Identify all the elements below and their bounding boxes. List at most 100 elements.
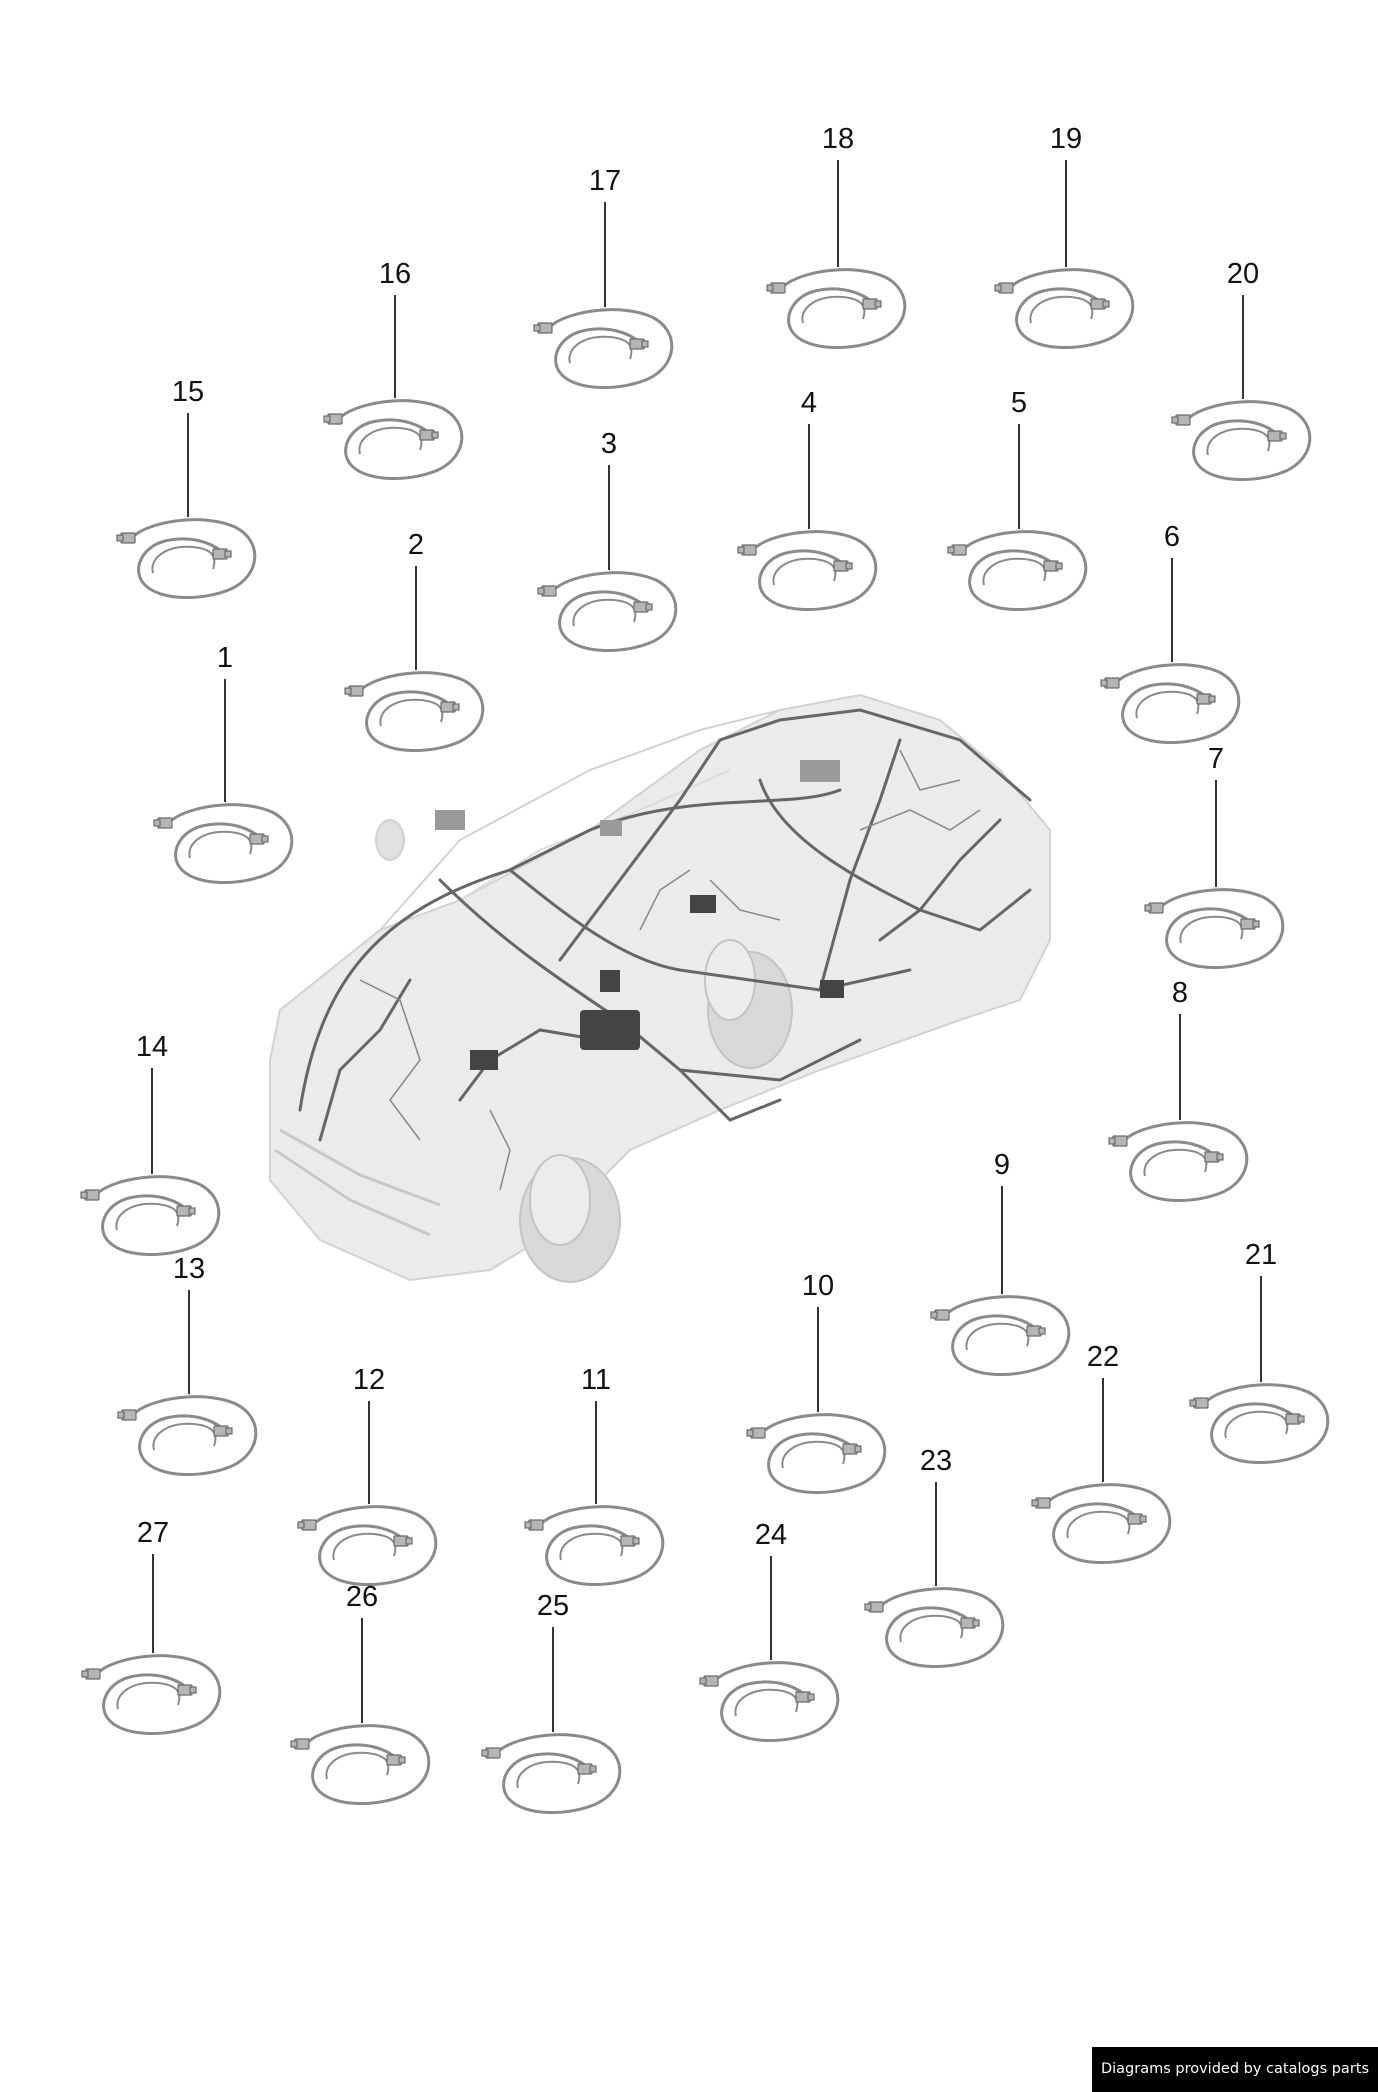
wiring-harness-cable-icon	[297, 1505, 438, 1586]
callout-number[interactable]: 2	[407, 529, 425, 561]
callout-21[interactable]: 21	[1186, 1239, 1336, 1464]
car-wiring-illustration	[269, 693, 1051, 1283]
callout-20[interactable]: 20	[1168, 258, 1318, 481]
wiring-harness-cable-icon	[117, 1395, 258, 1476]
wiring-harness-cable-icon	[930, 1295, 1071, 1376]
callout-12[interactable]: 12	[294, 1364, 444, 1586]
leader-line	[837, 160, 839, 267]
wiring-harness-cable-icon	[864, 1587, 1005, 1668]
leader-line	[187, 413, 189, 517]
callout-14[interactable]: 14	[77, 1031, 227, 1256]
callout-16[interactable]: 16	[320, 258, 470, 480]
wiring-harness-cable-icon	[994, 268, 1135, 349]
wiring-harness-cable-icon	[344, 671, 485, 752]
callout-number[interactable]: 18	[821, 123, 855, 155]
wiring-harness-cable-icon	[1189, 1383, 1330, 1464]
callout-10[interactable]: 10	[743, 1270, 893, 1494]
leader-line	[608, 465, 610, 570]
callout-number[interactable]: 15	[171, 376, 205, 408]
callout-23[interactable]: 23	[861, 1445, 1011, 1668]
leader-line	[394, 295, 396, 398]
callout-number[interactable]: 8	[1171, 977, 1189, 1009]
leader-line	[361, 1618, 363, 1723]
wiring-harness-cable-icon	[533, 308, 674, 389]
callout-19[interactable]: 19	[991, 123, 1141, 349]
leader-line	[1065, 160, 1067, 267]
callout-number[interactable]: 7	[1207, 743, 1225, 775]
leader-line	[1260, 1276, 1262, 1382]
callout-6[interactable]: 6	[1097, 521, 1247, 744]
leader-line	[151, 1068, 153, 1174]
leader-line	[1179, 1014, 1181, 1120]
callout-number[interactable]: 11	[580, 1364, 612, 1396]
wiring-harness-cable-icon	[947, 530, 1088, 611]
callout-27[interactable]: 27	[78, 1517, 228, 1735]
callout-4[interactable]: 4	[734, 387, 884, 611]
leader-line	[595, 1401, 597, 1504]
wiring-harness-cable-icon	[766, 268, 907, 349]
callout-number[interactable]: 12	[352, 1364, 386, 1396]
leader-line	[415, 566, 417, 670]
callout-25[interactable]: 25	[478, 1590, 628, 1814]
callout-number[interactable]: 16	[378, 258, 412, 290]
callout-number[interactable]: 22	[1086, 1341, 1120, 1373]
callout-number[interactable]: 5	[1010, 387, 1028, 419]
callout-number[interactable]: 14	[135, 1031, 169, 1063]
callout-3[interactable]: 3	[534, 428, 684, 652]
leader-line	[1018, 424, 1020, 529]
wiring-harness-cable-icon	[737, 530, 878, 611]
callout-5[interactable]: 5	[944, 387, 1094, 611]
callout-7[interactable]: 7	[1141, 743, 1291, 969]
footer-credit: Diagrams provided by catalogs parts	[1092, 2047, 1378, 2092]
callout-18[interactable]: 18	[763, 123, 913, 349]
callout-number[interactable]: 4	[800, 387, 818, 419]
callout-number[interactable]: 23	[919, 1445, 953, 1477]
callout-15[interactable]: 15	[113, 376, 263, 599]
callout-24[interactable]: 24	[696, 1519, 846, 1742]
callout-number[interactable]: 10	[801, 1270, 835, 1302]
callout-number[interactable]: 3	[600, 428, 618, 460]
wiring-harness-cable-icon	[116, 518, 257, 599]
callout-number[interactable]: 19	[1049, 123, 1083, 155]
callout-number[interactable]: 24	[754, 1519, 788, 1551]
callout-22[interactable]: 22	[1028, 1341, 1178, 1564]
wiring-harness-cable-icon	[80, 1175, 221, 1256]
callout-1[interactable]: 1	[150, 642, 300, 884]
leader-line	[1171, 558, 1173, 662]
wiring-harness-cable-icon	[699, 1661, 840, 1742]
callout-9[interactable]: 9	[927, 1149, 1077, 1376]
leader-line	[1001, 1186, 1003, 1294]
callout-number[interactable]: 21	[1244, 1239, 1278, 1271]
callout-number[interactable]: 9	[993, 1149, 1011, 1181]
callout-number[interactable]: 25	[536, 1590, 570, 1622]
leader-line	[770, 1556, 772, 1660]
callout-13[interactable]: 13	[114, 1253, 264, 1476]
callout-number[interactable]: 6	[1163, 521, 1181, 553]
callout-number[interactable]: 27	[136, 1517, 170, 1549]
callout-number[interactable]: 17	[588, 165, 622, 197]
wiring-harness-cable-icon	[746, 1413, 887, 1494]
leader-line	[817, 1307, 819, 1412]
leader-line	[368, 1401, 370, 1504]
callout-26[interactable]: 26	[287, 1581, 437, 1805]
leader-line	[152, 1554, 154, 1653]
callout-number[interactable]: 1	[216, 642, 234, 674]
callout-8[interactable]: 8	[1105, 977, 1255, 1202]
callout-number[interactable]: 20	[1226, 258, 1260, 290]
callout-17[interactable]: 17	[530, 165, 680, 389]
leader-line	[604, 202, 606, 307]
callout-2[interactable]: 2	[341, 529, 491, 752]
leader-line	[224, 679, 226, 802]
wiring-harness-cable-icon	[1171, 400, 1312, 481]
callout-number[interactable]: 26	[345, 1581, 379, 1613]
wiring-harness-cable-icon	[290, 1724, 431, 1805]
leader-line	[1102, 1378, 1104, 1482]
callout-11[interactable]: 11	[521, 1364, 671, 1586]
callout-number[interactable]: 13	[172, 1253, 206, 1285]
leader-line	[1242, 295, 1244, 399]
wiring-harness-cable-icon	[1100, 663, 1241, 744]
wiring-harness-cable-icon	[481, 1733, 622, 1814]
leader-line	[808, 424, 810, 529]
wiring-harness-cable-icon	[81, 1654, 222, 1735]
